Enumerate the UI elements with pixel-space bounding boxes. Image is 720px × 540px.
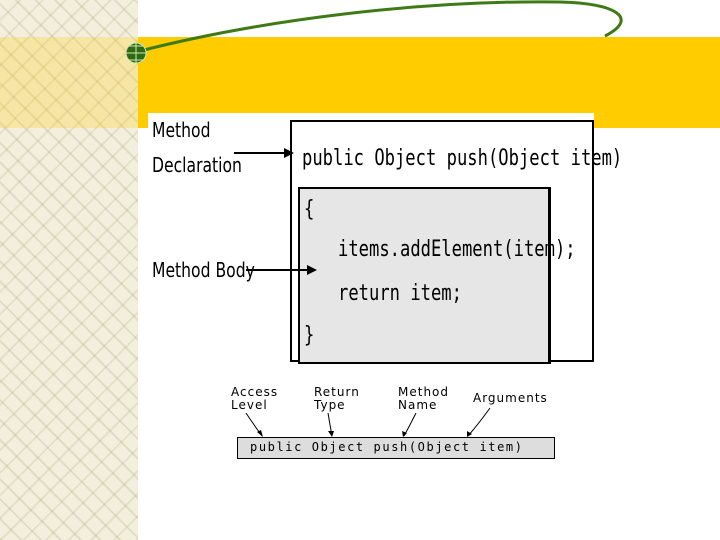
access-arrowhead-icon <box>257 430 263 437</box>
type-label: Type <box>314 398 346 412</box>
access-label: Access <box>231 385 279 399</box>
return-label: Return <box>314 385 360 399</box>
method-name-label-1: Method <box>398 385 450 399</box>
level-label: Level <box>231 398 268 412</box>
declaration-arrowhead-icon <box>284 148 294 158</box>
header-band-fade <box>0 37 138 128</box>
method-body-box: { items.addElement(item); return item; } <box>298 187 576 364</box>
method-diagram: Method Declaration Method Body public Ob… <box>148 113 622 364</box>
arguments-arrowhead-icon <box>467 431 472 437</box>
signature-box: public Object push(Object item) <box>237 437 555 459</box>
method-label: Method <box>152 118 211 142</box>
signature-arrows <box>245 407 491 437</box>
open-brace: { <box>304 197 315 222</box>
arguments-label: Arguments <box>473 391 548 405</box>
body-arrowhead-icon <box>307 265 317 275</box>
signature-text: public Object push(Object item) <box>250 440 524 454</box>
method-declaration-box: public Object push(Object item) { items.… <box>290 120 622 364</box>
declaration-text: public Object push(Object item) <box>302 146 623 171</box>
code-line-add: items.addElement(item); <box>338 237 576 262</box>
code-line-return: return item; <box>338 281 462 306</box>
header-band <box>138 37 720 128</box>
return-arrowhead-icon <box>328 431 334 437</box>
signature-diagram: Access Level Return Type Method Name Arg… <box>228 380 558 470</box>
close-brace: } <box>304 323 315 348</box>
swoosh-curve <box>135 0 623 54</box>
arguments-arrow-line <box>467 407 491 437</box>
method-arrowhead-icon <box>402 431 407 437</box>
globe-grid-icon <box>126 43 146 63</box>
decorative-pattern <box>0 0 138 540</box>
diagram-arrows <box>234 148 317 275</box>
declaration-label: Declaration <box>152 153 242 177</box>
method-name-label-2: Name <box>398 398 438 412</box>
